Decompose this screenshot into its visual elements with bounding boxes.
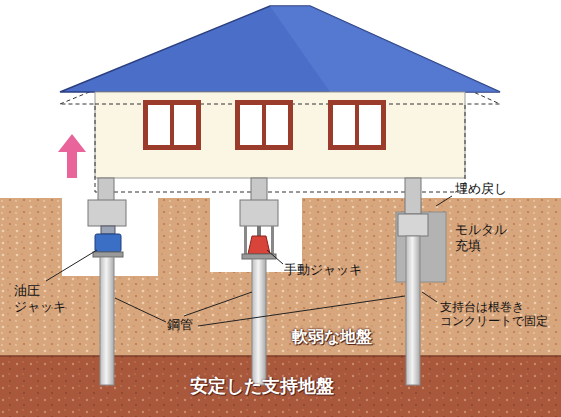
steel-pipe-label: 鋼管 xyxy=(167,317,193,333)
support-note: 支持台は根巻き コンクリートで固定 xyxy=(440,300,548,329)
pier xyxy=(405,178,421,214)
jack-frame xyxy=(244,226,247,256)
manual-jack xyxy=(248,236,270,254)
steel-pipe xyxy=(252,259,266,385)
leader-line xyxy=(115,298,166,322)
steel-pipe xyxy=(406,236,420,385)
backfill-label: 埋め戻し xyxy=(455,181,507,197)
lift-arrow xyxy=(67,150,77,178)
window xyxy=(328,100,386,150)
pipe-cap xyxy=(93,252,123,257)
bearing-ground xyxy=(0,356,561,417)
window-pane xyxy=(148,105,170,145)
steel-pipe xyxy=(100,257,114,385)
leader-line xyxy=(422,292,437,302)
support-block xyxy=(398,214,428,236)
wall xyxy=(95,92,465,178)
pier xyxy=(251,178,267,202)
window-pane xyxy=(359,105,381,145)
mortar-label: モルタル 充填 xyxy=(455,222,507,253)
leader-line xyxy=(184,292,252,316)
bearing-ground-label: 安定した支持地盤 xyxy=(190,375,334,397)
pipe-cap xyxy=(242,254,276,259)
leader-line xyxy=(198,296,405,326)
leader-line xyxy=(436,196,452,206)
window-pane xyxy=(333,105,355,145)
hydraulic-jack xyxy=(95,234,121,252)
manual-jack-label: 手動ジャッキ xyxy=(284,262,362,278)
hydraulic-jack-label: 油圧 ジャッキ xyxy=(14,283,66,314)
window xyxy=(235,100,293,150)
roof-face xyxy=(270,6,500,92)
roof xyxy=(60,6,500,92)
support-block xyxy=(88,200,126,226)
mortar-fill xyxy=(396,212,446,282)
ground-boundary xyxy=(0,355,561,357)
leader-line xyxy=(46,250,97,281)
window xyxy=(143,100,201,150)
support-block xyxy=(240,200,278,226)
soft-ground-label: 軟弱な地盤 xyxy=(292,327,372,346)
window-pane xyxy=(266,105,288,145)
jack-screw xyxy=(257,226,261,236)
soft-ground xyxy=(0,198,561,358)
lift-arrow-head xyxy=(58,134,86,152)
leader-line xyxy=(267,250,283,264)
jack-ram xyxy=(101,226,115,234)
jack-frame xyxy=(271,226,274,256)
window-pane xyxy=(240,105,262,145)
window-pane xyxy=(174,105,196,145)
pier xyxy=(98,178,114,202)
